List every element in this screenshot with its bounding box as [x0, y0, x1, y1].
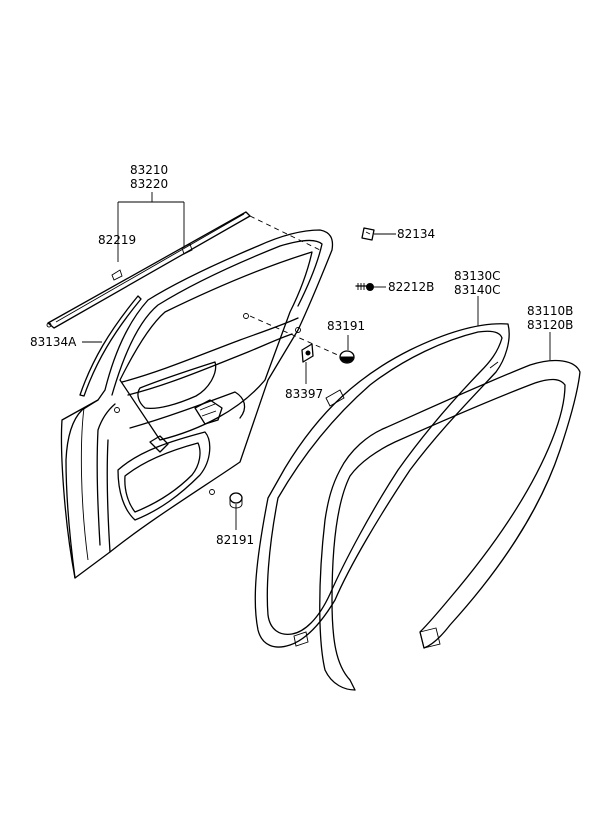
belt-weatherstrip [46, 211, 251, 329]
label-83191: 83191 [327, 319, 365, 333]
plug-83191 [339, 350, 355, 364]
label-82212B: 82212B [388, 280, 434, 294]
door-trim-panel [60, 229, 334, 579]
clip-82134 [361, 227, 375, 241]
leader-lines [82, 192, 551, 530]
label-83130C: 83130C [454, 269, 501, 283]
weatherstrip-83110B [319, 359, 581, 691]
weatherstrip-83130C [254, 323, 510, 648]
label-83120B: 83120B [527, 318, 573, 332]
label-83210: 83210 [130, 163, 168, 177]
label-83134A: 83134A [30, 335, 77, 349]
label-82134: 82134 [397, 227, 435, 241]
part-labels: 83210 83220 82219 82134 82212B 83130C 83… [30, 163, 573, 547]
label-82191: 82191 [216, 533, 254, 547]
label-82219: 82219 [98, 233, 136, 247]
label-83110B: 83110B [527, 304, 573, 318]
assembly-leader [249, 315, 341, 357]
label-83220: 83220 [130, 177, 168, 191]
assembly-leader [249, 215, 321, 251]
label-83397: 83397 [285, 387, 323, 401]
edge-strip-83134A [79, 295, 142, 397]
screw-82212B [355, 283, 374, 291]
label-83140C: 83140C [454, 283, 501, 297]
seal-83397 [301, 343, 314, 363]
